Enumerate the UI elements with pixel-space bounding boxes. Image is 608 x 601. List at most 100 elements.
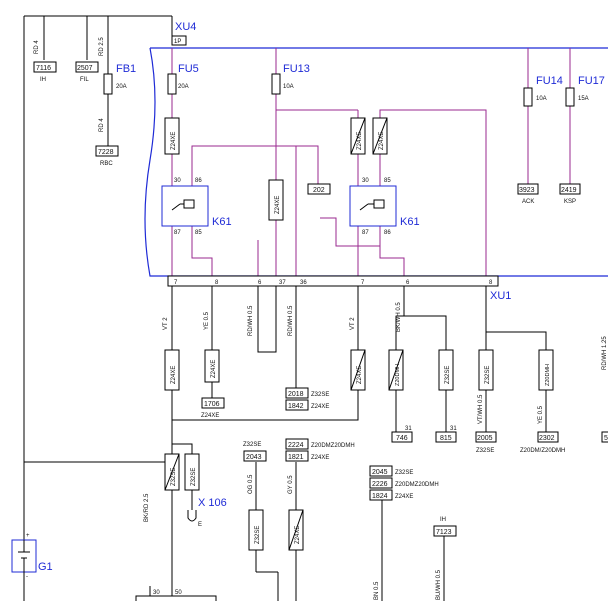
- xu1-pin: 36: [300, 280, 307, 286]
- svg-text:OG 0.5: OG 0.5: [248, 474, 254, 494]
- svg-text:30: 30: [153, 590, 160, 596]
- battery-label: G1: [38, 561, 53, 573]
- lower-wiring: [149, 286, 547, 601]
- svg-text:Z20DMH: Z20DMH: [545, 364, 551, 386]
- svg-text:Z24XE: Z24XE: [275, 196, 281, 214]
- harness-markers-top: Z24XE Z24XE Z24XE Z24XE: [164, 117, 388, 221]
- battery-plus: +: [26, 533, 30, 539]
- svg-text:815: 815: [440, 435, 452, 442]
- svg-text:Z24XE: Z24XE: [379, 132, 385, 150]
- svg-text:1824: 1824: [372, 493, 388, 500]
- svg-text:VT 2: VT 2: [350, 317, 356, 330]
- fuse-fu5-rating: 20A: [178, 84, 189, 90]
- fuse-fu13-label: FU13: [283, 63, 310, 75]
- relay-k61-right-label: K61: [400, 216, 420, 228]
- xu1-pin: 8: [489, 280, 493, 286]
- internal-wiring: [171, 48, 571, 276]
- node-3923: [517, 183, 539, 195]
- svg-text:1706: 1706: [204, 401, 220, 408]
- x106-connector-symbol: [187, 510, 197, 522]
- fuse-fu13-rating: 10A: [283, 84, 294, 90]
- svg-text:86: 86: [195, 178, 202, 184]
- svg-text:Z32SE: Z32SE: [243, 442, 261, 448]
- box-7116: [33, 61, 57, 73]
- relay-k61-left: 30 86 87 85 K61: [161, 178, 232, 236]
- svg-text:30: 30: [174, 178, 181, 184]
- z20dm-marker: [538, 349, 554, 391]
- svg-text:Z24XE: Z24XE: [295, 526, 301, 544]
- svg-text:BU/WH 0.5: BU/WH 0.5: [436, 569, 442, 600]
- svg-text:Z20DMZ20DMH: Z20DMZ20DMH: [395, 482, 439, 488]
- node-7123: [433, 525, 457, 537]
- svg-text:E: E: [198, 522, 202, 528]
- svg-text:Z32SE: Z32SE: [485, 366, 491, 384]
- svg-text:85: 85: [195, 230, 202, 236]
- node-746: [391, 431, 413, 443]
- svg-text:1821: 1821: [288, 454, 304, 461]
- svg-text:Z24XE: Z24XE: [201, 413, 219, 419]
- xu1-pin: 37: [279, 280, 286, 286]
- fuse-fb1-rating: 20A: [116, 84, 127, 90]
- power-bus: [23, 15, 173, 601]
- node-2226: [369, 477, 393, 489]
- svg-text:Z24XE: Z24XE: [357, 366, 363, 384]
- node-2045: [369, 465, 393, 477]
- svg-text:RD/WH 0.5: RD/WH 0.5: [248, 305, 254, 336]
- harness-markers-low: Z32SE Z32SE X 106 E Z32SE Z24XE: [164, 453, 304, 551]
- code-ih: IH: [40, 77, 46, 83]
- xu1-label: XU1: [490, 290, 511, 302]
- svg-text:85: 85: [384, 178, 391, 184]
- fuse-fu14-body: [523, 87, 533, 107]
- xu4-pin-label: 1P: [174, 39, 181, 45]
- z24xe-marker: [164, 349, 180, 391]
- bottom-strip: [135, 595, 217, 601]
- harness-markers-mid: Z24XE Z24XE Z24XE Z20DMH Z32SE Z32SE Z20…: [164, 349, 554, 391]
- svg-text:Z24XE: Z24XE: [357, 132, 363, 150]
- svg-text:Z20DMZ20DMH: Z20DMZ20DMH: [311, 443, 355, 449]
- svg-text:2045: 2045: [372, 469, 388, 476]
- svg-text:2302: 2302: [539, 435, 555, 442]
- node-5-partial: [601, 431, 608, 443]
- relay-k61-left-label: K61: [212, 216, 232, 228]
- fuse-fu5-body: [167, 73, 177, 95]
- bottom-connector: 30 50: [135, 590, 217, 601]
- svg-text:Z32SE: Z32SE: [395, 470, 413, 476]
- battery-g1: + - G1: [11, 533, 53, 601]
- wire-label-rd4: RD 4: [34, 40, 40, 54]
- svg-text:GY 0.5: GY 0.5: [288, 475, 294, 494]
- code-rbc: RBC: [100, 161, 113, 167]
- box-7228: [95, 145, 119, 157]
- svg-text:Z20DMH: Z20DMH: [395, 364, 401, 386]
- svg-text:31: 31: [405, 426, 412, 432]
- svg-text:BK/RD 2.5: BK/RD 2.5: [144, 493, 150, 522]
- svg-text:Z24XE: Z24XE: [311, 404, 329, 410]
- svg-text:2226: 2226: [372, 481, 388, 488]
- box-7228-label: 7228: [98, 149, 114, 156]
- svg-text:87: 87: [362, 230, 369, 236]
- code-ksp: KSP: [564, 199, 576, 205]
- box-2507: [75, 61, 99, 73]
- svg-text:2005: 2005: [477, 435, 493, 442]
- svg-text:Z32SE: Z32SE: [311, 392, 329, 398]
- svg-text:5: 5: [604, 435, 608, 442]
- svg-text:Z24XE: Z24XE: [171, 132, 177, 150]
- fuse-fb1-label: FB1: [116, 63, 136, 75]
- z24xe-marker: [268, 179, 284, 221]
- svg-text:1842: 1842: [288, 403, 304, 410]
- svg-text:2224: 2224: [288, 442, 304, 449]
- fuse-box-outline: [144, 47, 608, 277]
- svg-text:86: 86: [384, 230, 391, 236]
- svg-text:Z32SE: Z32SE: [445, 366, 451, 384]
- node-2302: [537, 431, 559, 443]
- svg-text:Z32SE: Z32SE: [191, 468, 197, 486]
- relay-k61-right-body: [349, 185, 397, 227]
- svg-text:Z32SE: Z32SE: [476, 448, 494, 454]
- fuse-fu13-body: [271, 73, 281, 95]
- svg-text:2419: 2419: [561, 187, 577, 194]
- node-2419: [559, 183, 581, 195]
- svg-text:87: 87: [174, 230, 181, 236]
- z32se-marker: [438, 349, 454, 391]
- z24xe-marker: [164, 117, 180, 155]
- z24xe-marker: [204, 349, 220, 383]
